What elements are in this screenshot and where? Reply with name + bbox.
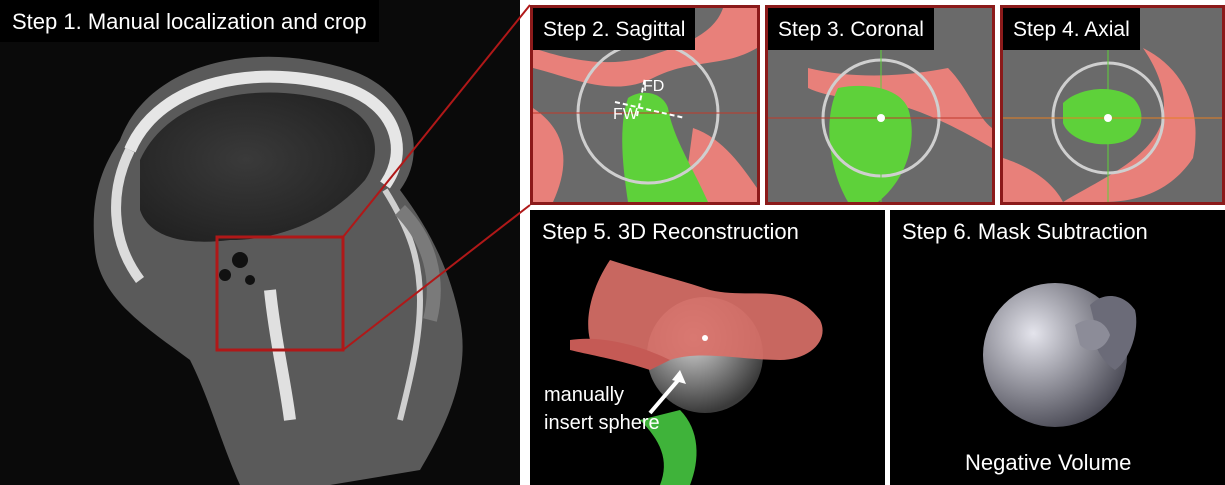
insert-sphere-line1: manually — [544, 384, 624, 407]
fd-label: FD — [643, 78, 664, 96]
sagittal-panel: FD FW Step 2. Sagittal — [530, 5, 760, 205]
ct-head-image — [0, 0, 520, 485]
step5-label: Step 5. 3D Reconstruction — [530, 210, 811, 252]
fw-label: FW — [613, 106, 638, 124]
negative-volume-label: Negative Volume — [965, 450, 1131, 476]
step4-label: Step 4. Axial — [1003, 8, 1140, 50]
step6-label: Step 6. Mask Subtraction — [890, 210, 1160, 252]
step2-label: Step 2. Sagittal — [533, 8, 695, 50]
reconstruction-panel: Step 5. 3D Reconstruction manually inser… — [530, 210, 885, 485]
mask-subtraction-panel: Step 6. Mask Subtraction Negative Volume — [890, 210, 1225, 485]
axial-panel: Step 4. Axial — [1000, 5, 1225, 205]
step1-label: Step 1. Manual localization and crop — [0, 0, 379, 42]
coronal-panel: Step 3. Coronal — [765, 5, 995, 205]
step3-label: Step 3. Coronal — [768, 8, 934, 50]
insert-sphere-line2: insert sphere — [544, 412, 660, 435]
ct-head-panel: Step 1. Manual localization and crop — [0, 0, 520, 485]
